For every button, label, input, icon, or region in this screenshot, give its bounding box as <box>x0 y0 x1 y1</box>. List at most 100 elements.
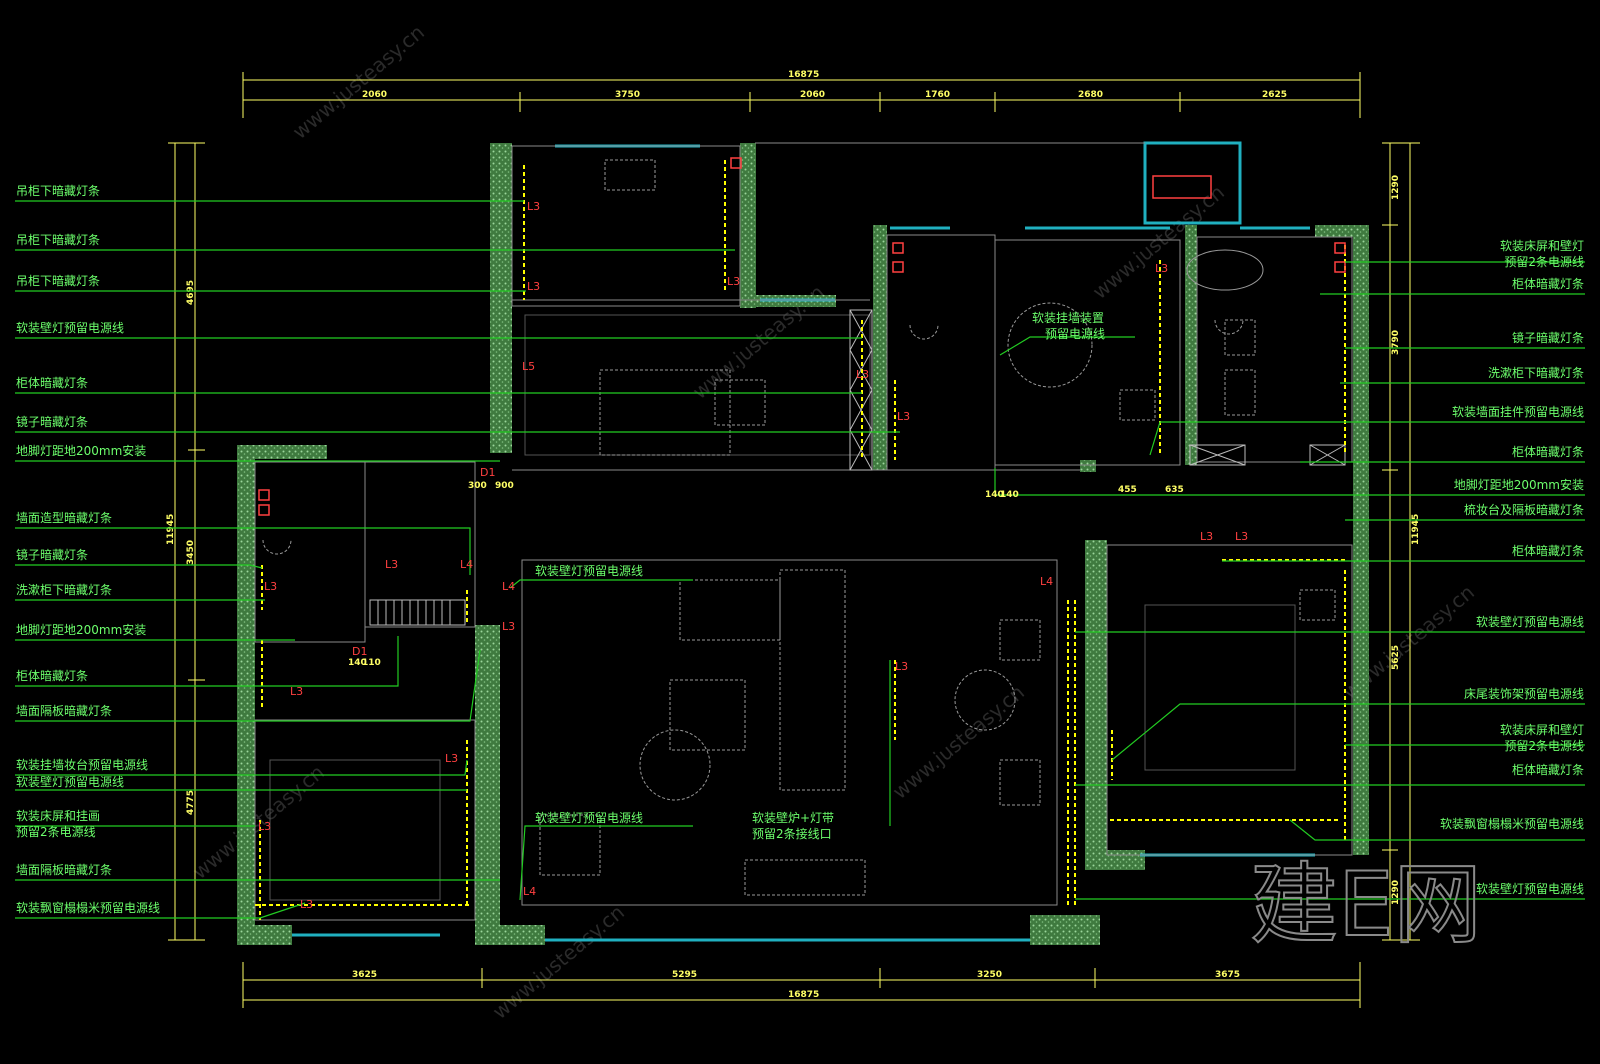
plan-leaders <box>509 336 1135 901</box>
dim-top-seg: 2680 <box>1078 90 1103 100</box>
light-tag: L4 <box>502 580 515 593</box>
dim-inner: 300 <box>468 481 487 491</box>
top-dimensions <box>242 72 1361 118</box>
dim-right-seg: 1290 <box>1391 175 1401 200</box>
dim-top-seg: 2060 <box>800 90 825 100</box>
dim-inner: 140 <box>348 658 367 668</box>
dim-left-seg: 4775 <box>186 790 196 815</box>
light-tag: L3 <box>1200 530 1213 543</box>
dim-top-seg: 1760 <box>925 90 950 100</box>
dim-right-seg: 1290 <box>1391 880 1401 905</box>
dim-left-total: 11945 <box>166 514 176 545</box>
light-tag: L3 <box>527 280 540 293</box>
annotation-label: 软装床屏和壁灯 <box>1500 238 1584 253</box>
light-tag: L3 <box>300 898 313 911</box>
dim-bottom-seg: 3675 <box>1215 970 1240 980</box>
annotation-label: 洗漱柜下暗藏灯条 <box>1488 365 1584 380</box>
dim-top-seg: 2625 <box>1262 90 1287 100</box>
dim-right-seg: 3790 <box>1391 330 1401 355</box>
left-labels: 吊柜下暗藏灯条 吊柜下暗藏灯条 吊柜下暗藏灯条 软装壁灯预留电源线 柜体暗藏灯条… <box>16 183 160 915</box>
dim-left-seg: 4695 <box>186 280 196 305</box>
light-tag: L3 <box>527 200 540 213</box>
dim-top-seg: 3750 <box>615 90 640 100</box>
annotation-label: 墙面隔板暗藏灯条 <box>16 703 112 718</box>
annotation-label: 梳妆台及隔板暗藏灯条 <box>1464 502 1584 517</box>
annotation-label: 软装飘窗榻榻米预留电源线 <box>1440 817 1584 831</box>
annotation-label: 柜体暗藏灯条 <box>1512 543 1584 558</box>
outlet-markers <box>258 157 1346 516</box>
light-tag: L3 <box>290 685 303 698</box>
bottom-dimensions <box>242 962 1361 1008</box>
light-tag: L3 <box>264 580 277 593</box>
annotation-label: 软装壁灯预留电源线 <box>535 563 643 578</box>
light-tag: L3 <box>502 620 515 633</box>
annotation-label: 地脚灯距地200mm安装 <box>16 443 146 458</box>
strip-lights <box>255 160 1346 920</box>
annotation-label: 吊柜下暗藏灯条 <box>16 232 100 247</box>
left-dimension-values: 11945 4695 3450 4775 <box>166 280 196 815</box>
annotation-label-line2: 预留2条接线口 <box>752 826 832 841</box>
inner-dimensions: 300 900 455 635 140 140 140 110 <box>348 481 1184 668</box>
light-tag: L3 <box>897 410 910 423</box>
site-logo: 建E网 <box>1250 853 1482 956</box>
annotation-label: 床尾装饰架预留电源线 <box>1464 687 1584 701</box>
dim-top-total: 16875 <box>788 70 819 80</box>
annotation-label: 洗漱柜下暗藏灯条 <box>16 582 112 597</box>
light-tag: L4 <box>523 885 536 898</box>
dim-inner: 900 <box>495 481 514 491</box>
right-labels: 软装床屏和壁灯 预留2条电源线 柜体暗藏灯条 镜子暗藏灯条 洗漱柜下暗藏灯条 软… <box>1440 238 1584 896</box>
annotation-label: 柜体暗藏灯条 <box>1512 276 1584 291</box>
dim-bottom-seg: 3250 <box>977 970 1002 980</box>
annotation-label: 软装壁灯预留电源线 <box>535 810 643 825</box>
annotation-label: 软装床屏和挂画 <box>16 809 100 823</box>
annotation-label: 柜体暗藏灯条 <box>1512 444 1584 459</box>
walls <box>237 143 1369 945</box>
annotation-label: 软装墙面挂件预留电源线 <box>1452 405 1584 419</box>
annotation-label: 软装床屏和壁灯 <box>1500 722 1584 737</box>
dim-right-total: 11945 <box>1411 514 1421 545</box>
annotation-label: 软装壁灯预留电源线 <box>1476 881 1584 896</box>
annotation-label: 镜子暗藏灯条 <box>16 547 88 562</box>
annotation-label: 镜子暗藏灯条 <box>16 414 88 429</box>
annotation-label: 软装挂墙妆台预留电源线 <box>16 757 148 772</box>
dim-right-seg: 5625 <box>1391 645 1401 670</box>
plan-labels: 软装挂墙装置 预留电源线 软装壁灯预留电源线 软装壁灯预留电源线 软装壁炉+灯带… <box>535 311 1105 841</box>
dim-top-seg: 2060 <box>362 90 387 100</box>
left-dimensions <box>168 142 205 941</box>
annotation-label: 软装壁灯预留电源线 <box>1476 614 1584 629</box>
light-tag: L3 <box>1155 262 1168 275</box>
watermark-text: www.justeasy.cn <box>288 20 429 144</box>
light-tag: L3 <box>258 820 271 833</box>
annotation-label-line2: 预留2条电源线 <box>1504 739 1584 753</box>
annotation-label: 吊柜下暗藏灯条 <box>16 273 100 288</box>
bottom-dimension-values: 3625 5295 3250 3675 16875 <box>352 970 1240 1000</box>
dim-left-seg: 3450 <box>186 540 196 565</box>
watermark-text: www.justeasy.cn <box>488 900 629 1024</box>
annotation-label: 柜体暗藏灯条 <box>16 375 88 390</box>
room-outlines <box>254 142 1353 921</box>
annotation-label-line2: 预留电源线 <box>1045 327 1105 341</box>
right-dimension-values: 1290 3790 5625 1290 11945 <box>1391 175 1421 905</box>
dim-inner: 110 <box>362 658 381 668</box>
dim-bottom-seg: 5295 <box>672 970 697 980</box>
annotation-label: 柜体暗藏灯条 <box>1512 762 1584 777</box>
right-dimensions <box>1382 142 1420 941</box>
annotation-label: 软装挂墙装置 <box>1032 311 1104 325</box>
right-leaders <box>994 261 1585 900</box>
furniture <box>262 159 1336 896</box>
light-tags: L3 L3 L3 L5 L3 L3 L4 L3 L3 L4 L3 L3 L3 L… <box>258 200 1248 911</box>
annotation-label: 软装飘窗榻榻米预留电源线 <box>16 901 160 915</box>
windows <box>292 141 1315 942</box>
light-tag: L4 <box>460 558 473 571</box>
annotation-label: 软装壁炉+灯带 <box>752 810 834 825</box>
annotation-label: 软装壁灯预留电源线 <box>16 320 124 335</box>
dim-bottom-seg: 3625 <box>352 970 377 980</box>
dim-inner: 635 <box>1165 485 1184 495</box>
annotation-label: 镜子暗藏灯条 <box>1512 330 1584 345</box>
top-dimension-values: 16875 2060 3750 2060 1760 2680 2625 <box>362 70 1287 100</box>
annotation-label: 软装壁灯预留电源线 <box>16 774 124 789</box>
light-tag: L3 <box>895 660 908 673</box>
dim-inner: 455 <box>1118 485 1137 495</box>
annotation-label: 地脚灯距地200mm安装 <box>16 622 146 637</box>
